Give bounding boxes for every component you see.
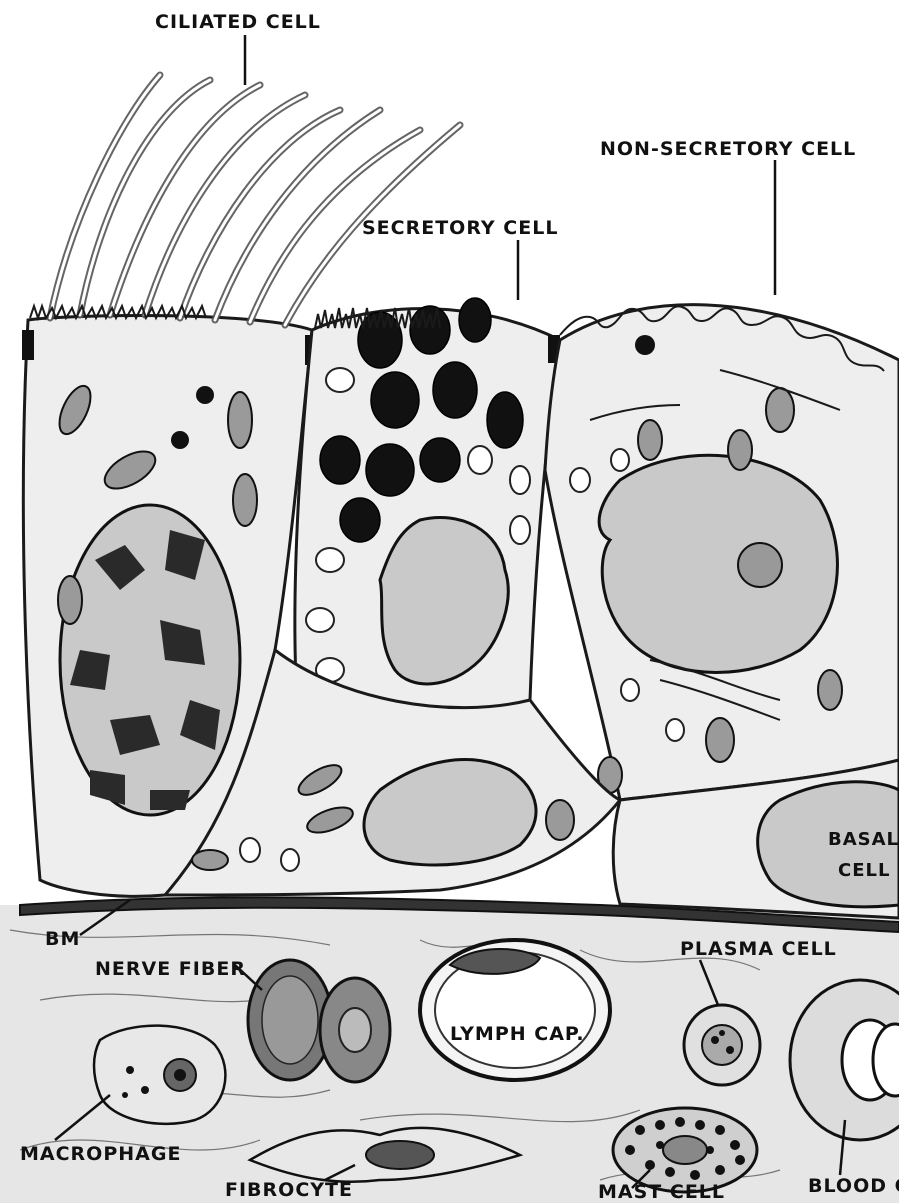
- label-nerve-fiber: NERVE FIBER: [95, 958, 246, 980]
- secretory-cell: [295, 298, 560, 740]
- lymph-capillary: [420, 940, 610, 1080]
- non-secretory-cell: [545, 305, 899, 800]
- label-fibrocyte: FIBROCYTE: [225, 1179, 353, 1201]
- label-macrophage: MACROPHAGE: [20, 1143, 181, 1165]
- label-secretory-cell: SECRETORY CELL: [362, 217, 558, 239]
- label-ciliated-cell: CILIATED CELL: [155, 11, 321, 33]
- label-mast-cell: MAST CELL: [598, 1181, 725, 1203]
- basal-cell-label-line1: BASAL: [828, 829, 899, 850]
- macrophage: [94, 1026, 225, 1124]
- basal-cell-label-line2: CELL: [838, 860, 890, 881]
- label-lymph-cap: LYMPH CAP.: [450, 1023, 585, 1045]
- mast-cell: [613, 1108, 757, 1192]
- label-plasma-cell: PLASMA CELL: [680, 938, 837, 960]
- label-blood-cap: BLOOD C: [808, 1175, 899, 1197]
- label-non-secretory-cell: NON-SECRETORY CELL: [600, 138, 856, 160]
- label-bm: BM: [45, 928, 80, 950]
- plasma-cell: [684, 1005, 760, 1085]
